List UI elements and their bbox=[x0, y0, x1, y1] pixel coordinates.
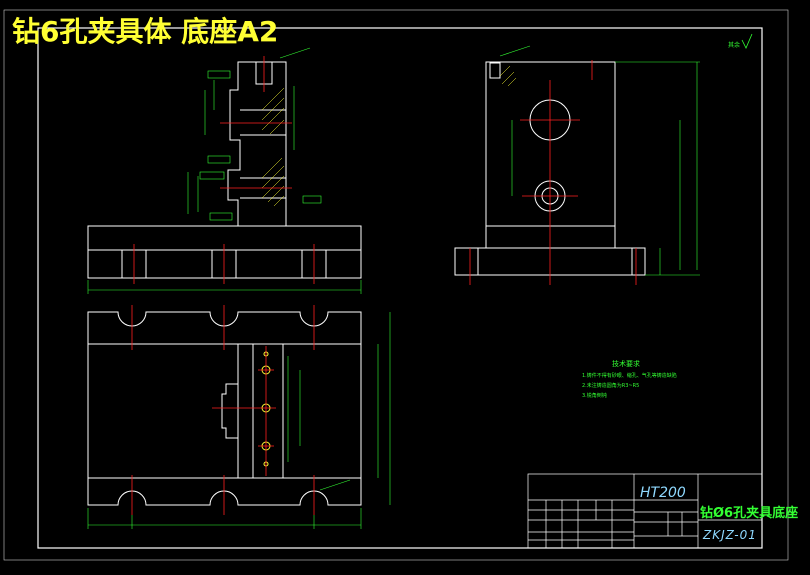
tech-requirement-item: 1.铸件不得有砂眼、缩孔、气孔等铸造缺陷 bbox=[582, 373, 677, 379]
front-view-dimensions bbox=[87, 47, 362, 294]
front-view-centerlines bbox=[133, 56, 315, 284]
front-view bbox=[87, 61, 362, 279]
title-block-drawing-number: ZKJZ-01 bbox=[703, 528, 757, 542]
sheet-outer-border bbox=[3, 9, 789, 561]
tech-requirements-heading: 技术要求 bbox=[612, 360, 640, 368]
drawing-title: 钻6孔夹具体 底座A2 bbox=[12, 15, 279, 48]
top-view-dimensions bbox=[87, 312, 391, 529]
side-view-hatching bbox=[499, 65, 517, 87]
side-view-dimensions bbox=[499, 45, 700, 276]
tech-requirement-item: 3.锐角倒钝 bbox=[582, 393, 607, 399]
title-block-part-name: 钻Ø6孔夹具底座 bbox=[700, 506, 799, 521]
front-view-hatching bbox=[261, 87, 285, 207]
sheet-inner-border bbox=[37, 27, 763, 549]
roughness-symbol bbox=[741, 33, 753, 49]
top-view-centerlines bbox=[131, 305, 315, 515]
title-block-material: HT200 bbox=[640, 485, 686, 501]
tech-requirement-item: 2.未注铸造圆角为R3~R5 bbox=[582, 383, 640, 389]
roughness-note: 其余 bbox=[728, 42, 741, 49]
top-view bbox=[87, 311, 362, 506]
title-block bbox=[527, 473, 763, 549]
side-view-centerlines bbox=[469, 60, 637, 285]
